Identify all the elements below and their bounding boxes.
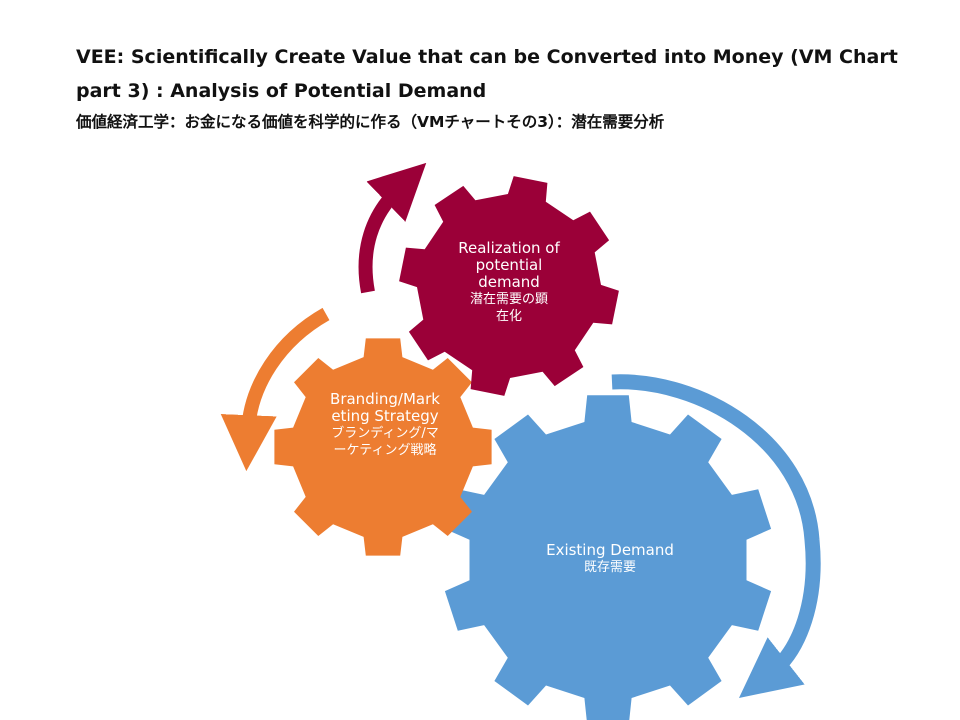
existing-arrow <box>611 374 821 698</box>
title-english: VEE: Scientifically Create Value that ca… <box>76 46 898 102</box>
existing-demand-gear <box>444 395 772 720</box>
branding-label: Branding/Marketing Strategy ブランディング/マーケテ… <box>327 391 443 459</box>
title-block: VEE: Scientifically Create Value that ca… <box>76 40 916 136</box>
existing-label-en: Existing Demand <box>546 541 674 559</box>
existing-label: Existing Demand 既存需要 <box>520 542 700 576</box>
realization-label-ja: 潜在需要の顕在化 <box>469 292 548 324</box>
branding-arrow <box>220 307 330 472</box>
realization-gear <box>399 176 619 396</box>
branding-label-en: Branding/Marketing Strategy <box>330 390 440 425</box>
branding-gear <box>274 338 492 556</box>
realization-label: Realization of potential demand 潜在需要の顕在化 <box>447 240 571 325</box>
realization-arrow <box>358 162 427 294</box>
realization-label-en: Realization of potential demand <box>458 239 560 291</box>
title-japanese: 価値経済工学：お金になる価値を科学的に作る（VMチャートその3）：潜在需要分析 <box>76 113 665 131</box>
branding-label-ja: ブランディング/マーケティング戦略 <box>331 426 439 458</box>
existing-label-ja: 既存需要 <box>583 560 636 575</box>
